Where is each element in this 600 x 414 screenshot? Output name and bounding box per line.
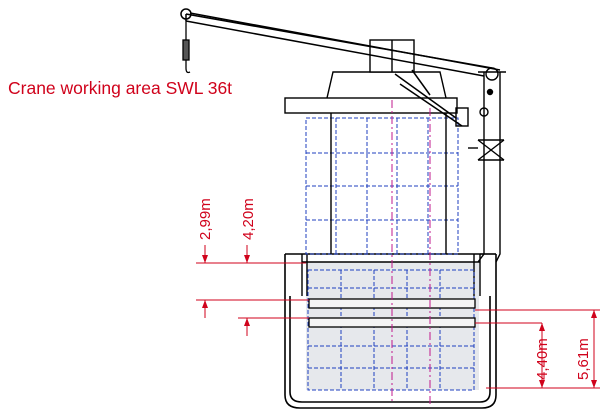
dimension-label-420: 4,20m [240, 198, 257, 240]
crane-hook [182, 20, 191, 74]
diagram-title: Crane working area SWL 36t [8, 78, 233, 98]
deck-containers [305, 117, 459, 255]
dimension-arrows [202, 255, 597, 388]
dimension-label-299: 2,99m [197, 198, 214, 240]
dimension-label-561: 5,61m [575, 338, 592, 380]
crane-pedestal [284, 39, 458, 254]
centerlines [391, 100, 431, 404]
dimension-label-440: 4,40m [534, 338, 551, 380]
crane-tower [455, 67, 506, 263]
dimension-lines [196, 245, 600, 389]
ship-hull [284, 253, 497, 409]
crane-jib [180, 8, 501, 127]
